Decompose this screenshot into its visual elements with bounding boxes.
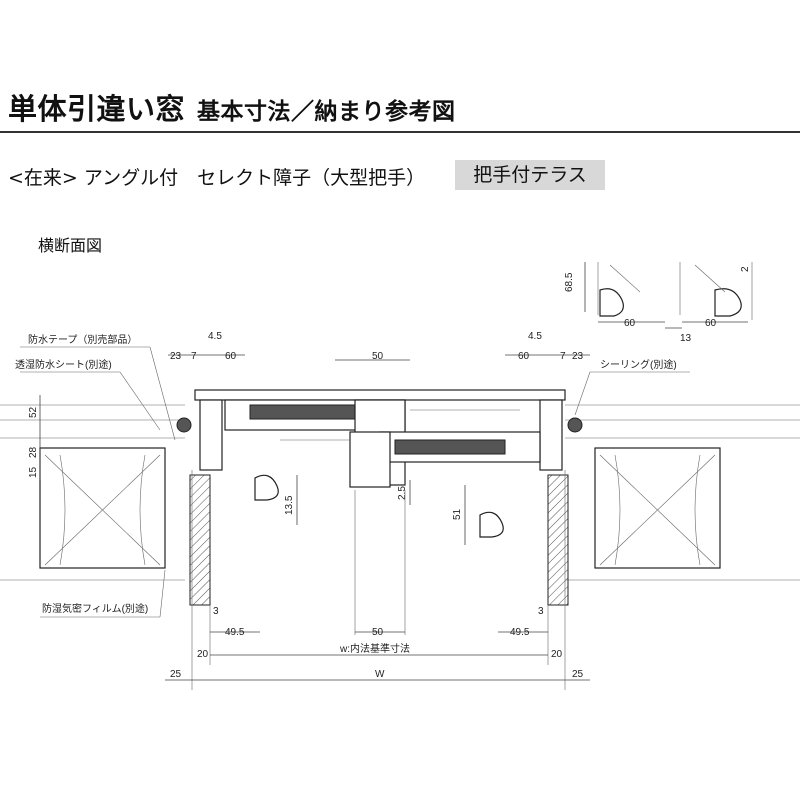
left-stud xyxy=(39,447,166,569)
dim-52: 52 xyxy=(28,406,39,418)
handle-left xyxy=(254,474,279,501)
dim-23-left: 23 xyxy=(170,351,182,362)
dim-4-5-right: 4.5 xyxy=(528,331,542,342)
handle-inset-detail: 68.5 60 60 13 2 xyxy=(564,262,753,344)
dim-2: 2 xyxy=(740,266,751,272)
subheader-tag: 把手付テラス xyxy=(455,160,605,190)
dim-49-5-left: 49.5 xyxy=(225,627,245,638)
left-vertical-dimensions: 52 28 15 xyxy=(28,395,41,480)
bottom-dimensions: 3 3 49.5 50 49.5 20 20 w:内法基準寸法 25 25 W xyxy=(165,470,590,690)
dim-4-5-left: 4.5 xyxy=(208,331,222,342)
dim-50-top: 50 xyxy=(372,351,384,362)
dim-20-right: 20 xyxy=(551,649,563,660)
right-wall xyxy=(547,404,800,606)
inner-sash xyxy=(349,431,541,488)
dim-50-bottom: 50 xyxy=(372,627,384,638)
dim-28: 28 xyxy=(28,446,39,458)
callout-sealing: シーリング(別途) xyxy=(600,358,677,371)
dim-60-right: 60 xyxy=(518,351,530,362)
dim-3-right: 3 xyxy=(538,606,544,617)
left-hatched-board xyxy=(189,474,211,606)
callout-moisture-sheet: 透湿防水シート(別途) xyxy=(15,358,112,371)
inner-glass xyxy=(394,439,506,455)
left-seal xyxy=(176,417,192,433)
page-title: 単体引違い窓基本寸法／納まり参考図 xyxy=(8,86,456,128)
right-stud xyxy=(594,447,721,569)
dim-60-inset-left: 60 xyxy=(624,318,636,329)
dim-25-right: 25 xyxy=(572,669,584,680)
subheader-text: <在来> アングル付 セレクト障子（大型把手） xyxy=(8,167,426,189)
right-hatched-board xyxy=(547,474,569,606)
dim-13: 13 xyxy=(680,333,692,344)
left-wall xyxy=(0,404,211,606)
title-main: 単体引違い窓 xyxy=(8,92,186,126)
dim-7-right: 7 xyxy=(560,351,566,362)
dim-2-5: 2.5 xyxy=(397,486,408,500)
dim-13-5: 13.5 xyxy=(284,495,295,515)
dim-3-left: 3 xyxy=(213,606,219,617)
dim-7-left: 7 xyxy=(191,351,197,362)
dim-68-5: 68.5 xyxy=(564,272,575,292)
callout-vapor-film: 防湿気密フィルム(別途) xyxy=(42,602,148,615)
dim-51: 51 xyxy=(452,508,463,520)
right-seal xyxy=(567,417,583,433)
dim-23-right: 23 xyxy=(572,351,584,362)
title-sub: 基本寸法／納まり参考図 xyxy=(197,99,456,125)
dim-W: W xyxy=(375,669,385,680)
middle-dimensions: 13.5 2.5 51 xyxy=(284,475,466,545)
dim-60-inset-right: 60 xyxy=(705,318,717,329)
callouts: 防水テープ（別売部品） 透湿防水シート(別途) シーリング(別途) 防湿気密フィ… xyxy=(15,333,690,618)
dim-inner: w:内法基準寸法 xyxy=(339,642,410,655)
dim-60-left: 60 xyxy=(225,351,237,362)
outer-glass xyxy=(249,404,361,420)
dim-15: 15 xyxy=(28,466,39,478)
callout-waterproof-tape: 防水テープ（別売部品） xyxy=(28,333,137,346)
handle-right xyxy=(479,511,504,538)
section-label: 横断面図 xyxy=(38,236,103,255)
dim-25-left: 25 xyxy=(170,669,182,680)
dim-49-5-right: 49.5 xyxy=(510,627,530,638)
dim-20-left: 20 xyxy=(197,649,209,660)
top-dimensions: 4.5 23 7 60 50 4.5 60 7 23 xyxy=(168,331,590,362)
title-rule xyxy=(0,131,800,133)
handle-profile-right xyxy=(714,288,742,317)
handle-profile-left xyxy=(599,288,624,317)
